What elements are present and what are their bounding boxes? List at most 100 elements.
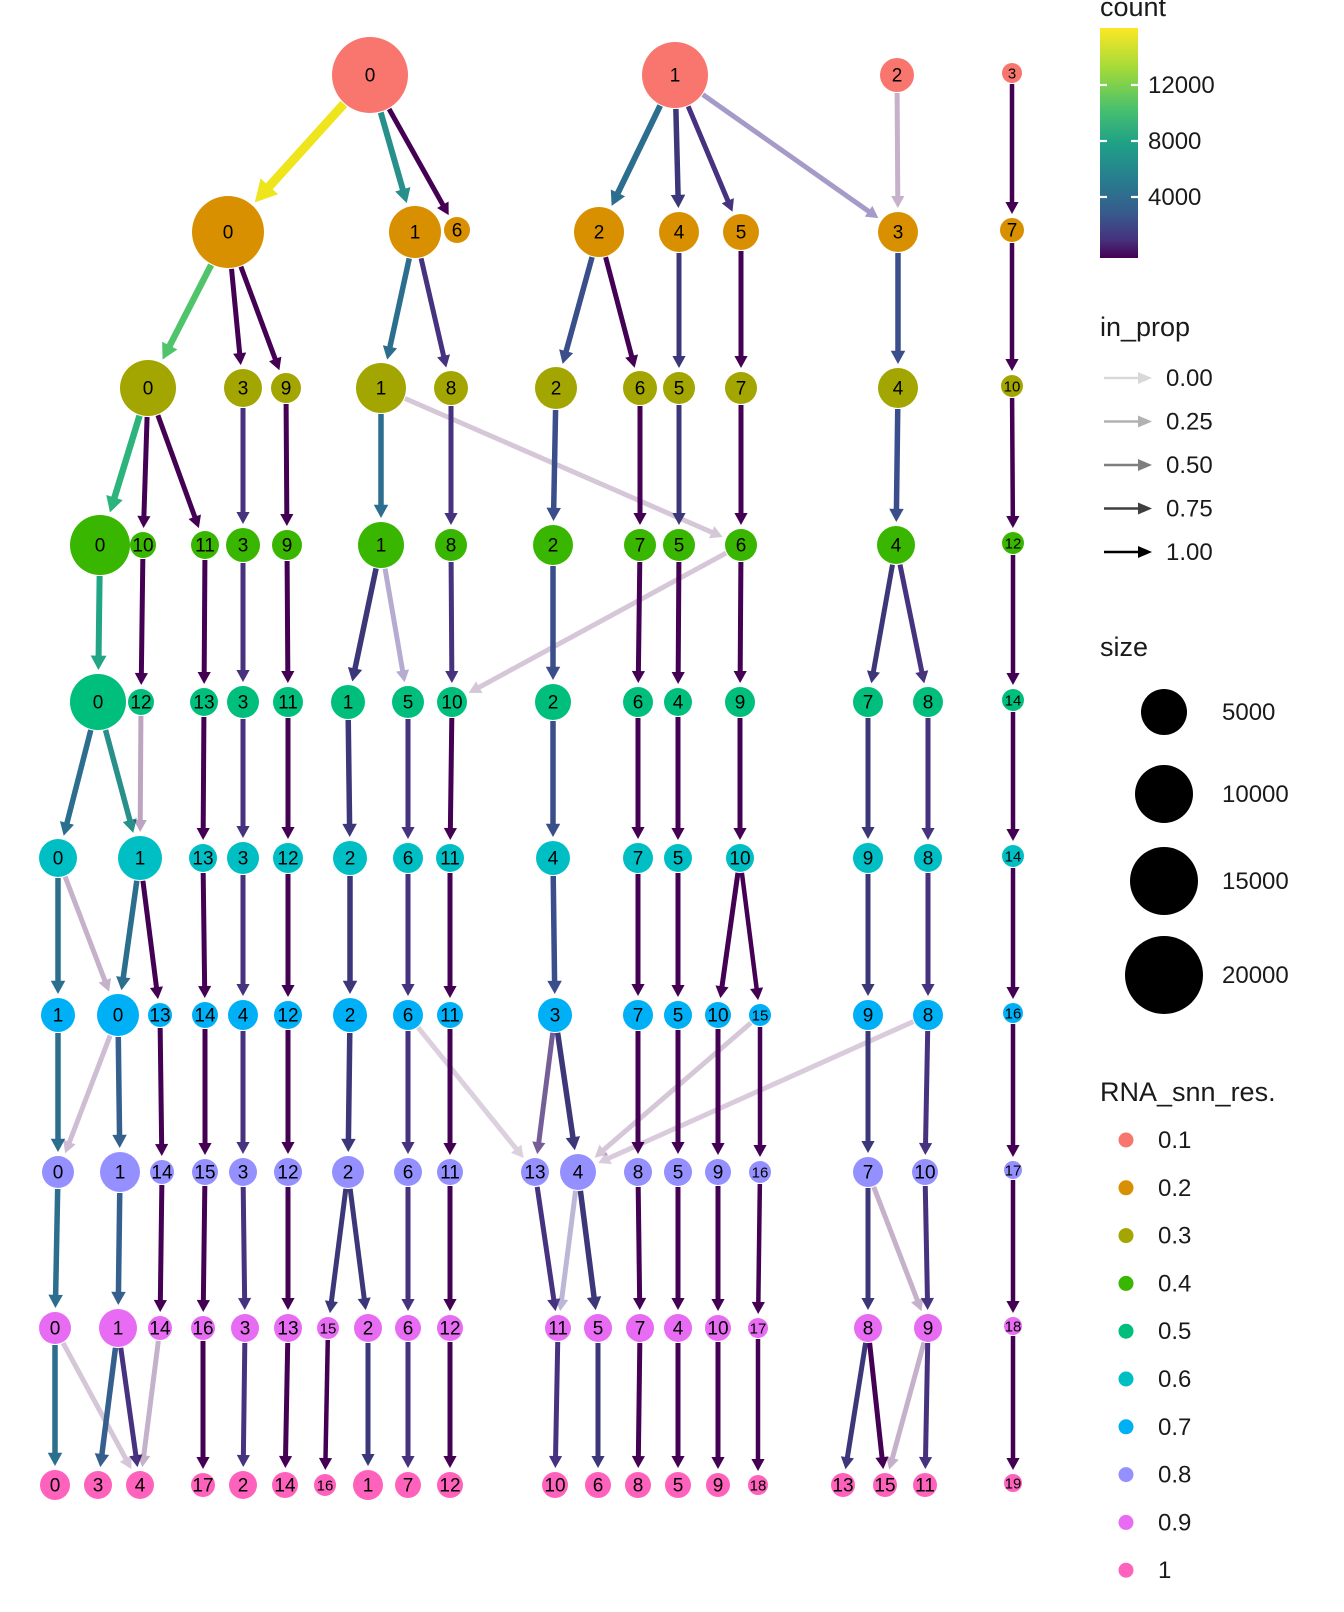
- res-legend-dot: [1118, 1467, 1134, 1483]
- cluster-node-label: 7: [633, 849, 644, 870]
- cluster-edge: [254, 100, 348, 203]
- cluster-node: [545, 1315, 571, 1341]
- cluster-edge: [610, 104, 663, 206]
- cluster-edge: [1006, 868, 1020, 999]
- cluster-edge: [545, 721, 561, 837]
- cluster-node-label: 11: [195, 536, 215, 557]
- cluster-node: [84, 1471, 112, 1499]
- cluster-node: [192, 196, 264, 268]
- cluster-node: [664, 844, 692, 872]
- cluster-node-label: 6: [403, 849, 414, 870]
- cluster-node-label: 12: [277, 1006, 298, 1027]
- cluster-node-label: 6: [403, 1319, 414, 1340]
- cluster-edge: [361, 1343, 375, 1466]
- cluster-node-label: 5: [673, 849, 684, 870]
- cluster-node-label: 10: [544, 1476, 565, 1497]
- cluster-node-label: 3: [1008, 65, 1016, 82]
- cluster-node-label: 3: [93, 1476, 104, 1497]
- cluster-node-label: 5: [674, 536, 685, 557]
- cluster-edge: [281, 1187, 295, 1310]
- cluster-node: [913, 687, 943, 717]
- cluster-node-label: 5: [673, 1163, 684, 1184]
- cluster-node: [317, 1317, 339, 1339]
- cluster-node: [227, 686, 259, 718]
- cluster-node: [749, 1004, 771, 1026]
- cluster-node-label: 9: [713, 1163, 724, 1184]
- cluster-node-label: 2: [548, 693, 559, 714]
- cluster-node-label: 1: [343, 693, 354, 714]
- cluster-node-label: 1: [670, 66, 681, 87]
- res-legend-label: 0.5: [1158, 1318, 1191, 1345]
- cluster-edge: [559, 256, 595, 364]
- cluster-node: [191, 1473, 215, 1497]
- cluster-node-label: 1: [363, 1476, 374, 1497]
- cluster-node-label: 3: [238, 1163, 249, 1184]
- in-prop-arrow-icon: [1104, 502, 1152, 515]
- cluster-node: [723, 214, 759, 250]
- cluster-edge: [401, 1031, 415, 1154]
- cluster-node: [853, 1157, 883, 1187]
- cluster-node: [663, 529, 695, 561]
- cluster-node: [41, 998, 75, 1032]
- cluster-node: [393, 1000, 423, 1030]
- cluster-node-label: 15: [752, 1007, 769, 1024]
- cluster-edge: [443, 717, 457, 841]
- cluster-edge: [918, 1030, 933, 1156]
- cluster-node: [273, 843, 303, 873]
- size-legend-circle: [1135, 765, 1193, 823]
- cluster-node-label: 2: [345, 1006, 356, 1027]
- cluster-edge: [155, 1027, 169, 1157]
- cluster-node: [705, 1315, 731, 1341]
- cluster-node: [1002, 845, 1024, 867]
- in-prop-label: 0.50: [1166, 452, 1213, 479]
- cluster-node-label: 2: [594, 223, 605, 244]
- cluster-node-label: 9: [281, 379, 292, 400]
- cluster-node-label: 5: [674, 379, 685, 400]
- cluster-edge: [281, 1030, 295, 1154]
- cluster-edge: [701, 92, 879, 219]
- cluster-node: [705, 1002, 731, 1028]
- cluster-node-label: 13: [149, 1006, 170, 1027]
- cluster-node-label: 4: [548, 849, 559, 870]
- cluster-node-label: 18: [1005, 1318, 1022, 1335]
- cluster-edge: [918, 1342, 933, 1470]
- cluster-node-label: 5: [403, 693, 414, 714]
- cluster-node: [1004, 1474, 1022, 1492]
- legend-size-title: size: [1100, 632, 1148, 662]
- cluster-node: [725, 529, 757, 561]
- cluster-edge: [753, 1027, 767, 1157]
- cluster-node: [706, 1473, 730, 1497]
- cluster-edge: [196, 716, 210, 841]
- cluster-edge: [47, 1345, 63, 1466]
- cluster-node: [148, 1003, 172, 1027]
- cluster-edge: [546, 409, 561, 522]
- cluster-node: [130, 532, 156, 558]
- cluster-node-label: 9: [863, 849, 874, 870]
- cluster-node: [118, 836, 162, 880]
- size-legend-label: 15000: [1222, 868, 1289, 895]
- cluster-edge: [134, 558, 148, 686]
- cluster-edge: [50, 1033, 66, 1152]
- cluster-node: [272, 1472, 298, 1498]
- cluster-node-label: 3: [238, 849, 249, 870]
- cluster-node: [659, 212, 699, 252]
- cluster-node-label: 7: [1007, 221, 1018, 242]
- cluster-edge: [594, 1020, 753, 1158]
- cluster-edge: [153, 1184, 167, 1313]
- cluster-edge: [401, 719, 415, 839]
- cluster-node-label: 13: [277, 1319, 298, 1340]
- cluster-edge: [866, 564, 895, 684]
- res-legend-dot: [1118, 1180, 1134, 1196]
- res-legend-dot: [1118, 1323, 1134, 1339]
- cluster-edge: [155, 414, 201, 529]
- cluster-node-label: 5: [736, 223, 747, 244]
- cluster-node-label: 1: [53, 1006, 64, 1027]
- cluster-node-label: 10: [441, 693, 462, 714]
- cluster-node: [42, 1156, 74, 1188]
- cluster-node-label: 7: [736, 379, 747, 400]
- legend-count-title: count: [1100, 0, 1167, 22]
- cluster-edge: [861, 874, 875, 996]
- cluster-edge: [921, 718, 935, 840]
